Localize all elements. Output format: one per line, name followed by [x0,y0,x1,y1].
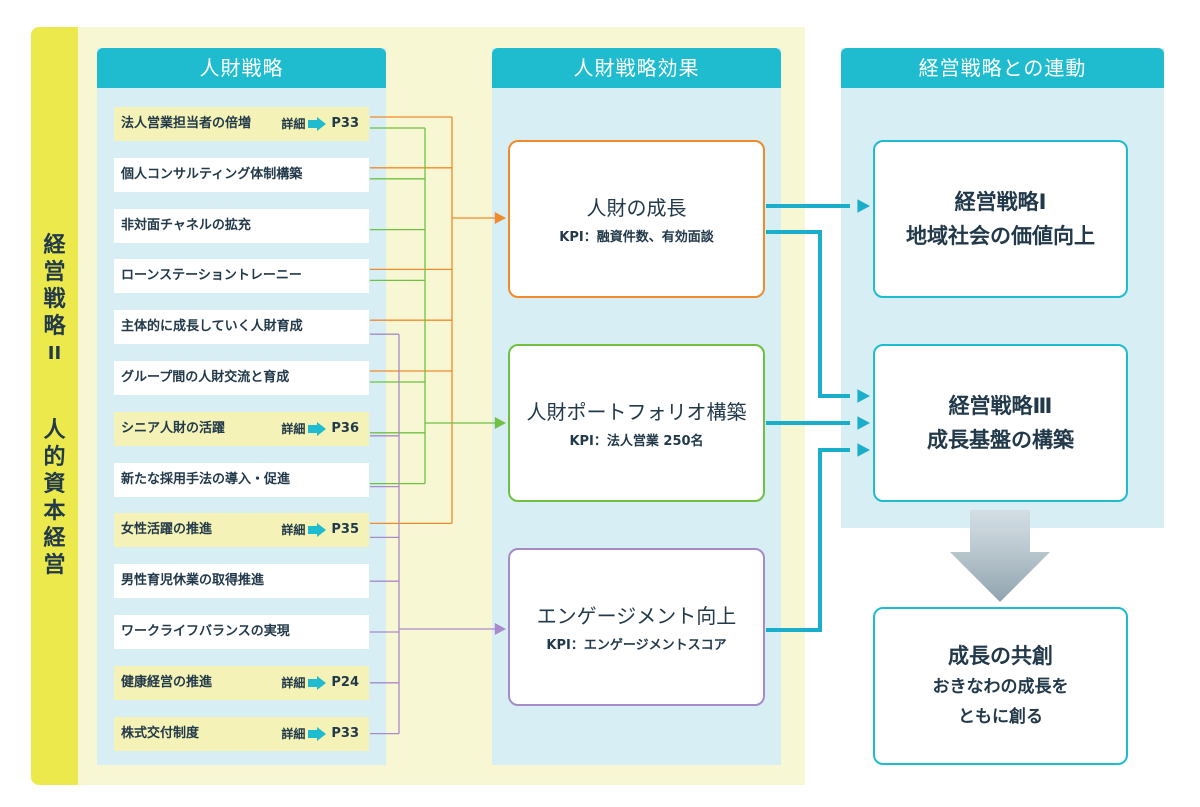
strategy-item: 株式交付制度 詳細 P33 [114,716,369,751]
strategy-item-label: 健康経営の推進 [121,674,213,690]
detail-link[interactable]: 詳細 P33 [281,717,359,751]
strategy-item: 男性育児休業の取得推進 [114,564,369,599]
detail-label: 詳細 [281,523,306,538]
detail-link[interactable]: 詳細 P24 [281,666,359,700]
effect-box-talent-growth: 人財の成長 KPI：融資件数、有効面談 [508,140,765,298]
side-band [31,27,78,785]
co-creation-box: 成長の共創 おきなわの成長を ともに創る [873,607,1128,765]
strategy-item-label: 株式交付制度 [121,725,200,741]
detail-link[interactable]: 詳細 P36 [281,412,359,446]
side-char: II [47,343,62,364]
strategy-item: 非対面チャネルの拡充 [114,208,369,243]
page-reference: P33 [331,725,359,741]
effect-title: 人財の成長 [586,195,687,220]
strategy-item: シニア人財の活躍 詳細 P36 [114,411,369,446]
effect-kpi: KPI：融資件数、有効面談 [559,229,714,245]
strategy-item: 女性活躍の推進 詳細 P35 [114,513,369,548]
side-char: 人 [43,418,66,443]
strategy-item: 個人コンサルティング体制構築 [114,157,369,192]
arrow-right-icon [308,726,328,741]
strategy-item: ローンステーショントレーニー [114,259,369,294]
strategy-item: 主体的に成長していく人財育成 [114,310,369,345]
side-char: 営 [43,553,66,578]
detail-link[interactable]: 詳細 P35 [281,513,359,547]
page-reference: P24 [331,674,359,690]
side-label-strategy-ii: 経 営 戦 略 II [31,232,78,367]
strategy-subtitle: 成長基盤の構築 [927,428,1074,452]
effect-title: エンゲージメント向上 [536,603,737,628]
detail-label: 詳細 [281,675,306,690]
detail-label: 詳細 [281,117,306,131]
page-reference: P33 [331,116,359,131]
strategy-item-label: 主体的に成長していく人財育成 [121,319,303,335]
strategy-item: 健康経営の推進 詳細 P24 [114,665,369,700]
strategy-item-label: シニア人財の活躍 [121,420,226,436]
side-char: 略 [43,314,66,339]
strategy-box-iii: 経営戦略Ⅲ 成長基盤の構築 [873,344,1128,502]
strategy-title: 経営戦略Ⅰ [954,190,1047,214]
side-char: 資 [43,472,66,497]
page-reference: P35 [331,522,359,538]
strategy-item-label: ローンステーショントレーニー [121,268,302,284]
strategy-item-label: 新たな採用手法の導入・促進 [121,471,291,487]
strategy-subtitle: 地域社会の価値向上 [906,224,1095,248]
final-line: ともに創る [958,707,1043,727]
detail-label: 詳細 [281,726,306,741]
strategy-item: 新たな採用手法の導入・促進 [114,462,369,497]
effects-column-header: 人財戦略効果 [492,48,781,88]
linkage-column-header: 経営戦略との連動 [841,48,1164,88]
effect-box-talent-portfolio: 人財ポートフォリオ構築 KPI：法人営業 250名 [508,344,765,502]
effect-title: 人財ポートフォリオ構築 [526,399,747,424]
side-char: 戦 [43,287,66,312]
strategy-item-label: ワークライフバランスの実現 [121,624,290,639]
strategy-item: グループ間の人財交流と育成 [114,361,369,395]
side-char: 営 [43,260,66,285]
strategy-column-header: 人財戦略 [97,48,386,88]
final-title: 成長の共創 [948,644,1053,668]
strategy-item: ワークライフバランスの実現 [114,615,369,649]
strategy-item-label: 法人営業担当者の倍増 [121,116,252,131]
strategy-item-label: 個人コンサルティング体制構築 [121,166,303,182]
final-line: おきなわの成長を [932,677,1069,697]
strategy-item-label: 女性活躍の推進 [121,522,213,538]
effect-kpi: KPI：法人営業 250名 [569,433,704,449]
strategy-item: 法人営業担当者の倍増 詳細 P33 [114,107,369,141]
side-char: 経 [43,233,66,258]
strategy-box-i: 経営戦略Ⅰ 地域社会の価値向上 [873,140,1128,298]
side-char: 的 [43,445,66,470]
arrow-right-icon [308,675,328,690]
arrow-right-icon [308,523,328,538]
side-char: 経 [43,526,66,551]
effect-kpi: KPI：エンゲージメントスコア [546,637,727,653]
strategy-title: 経営戦略Ⅲ [948,394,1053,418]
arrow-right-icon [308,421,328,436]
side-label-human-capital: 人 的 資 本 経 営 [31,417,78,579]
strategy-item-label: 非対面チャネルの拡充 [121,217,251,233]
arrow-right-icon [308,117,328,131]
page-reference: P36 [331,420,359,436]
effect-box-engagement: エンゲージメント向上 KPI：エンゲージメントスコア [508,548,765,706]
detail-label: 詳細 [281,421,306,436]
side-char: 本 [43,499,66,524]
detail-link[interactable]: 詳細 P33 [281,107,359,141]
strategy-item-label: グループ間の人財交流と育成 [121,370,290,385]
strategy-item-label: 男性育児休業の取得推進 [121,573,265,589]
